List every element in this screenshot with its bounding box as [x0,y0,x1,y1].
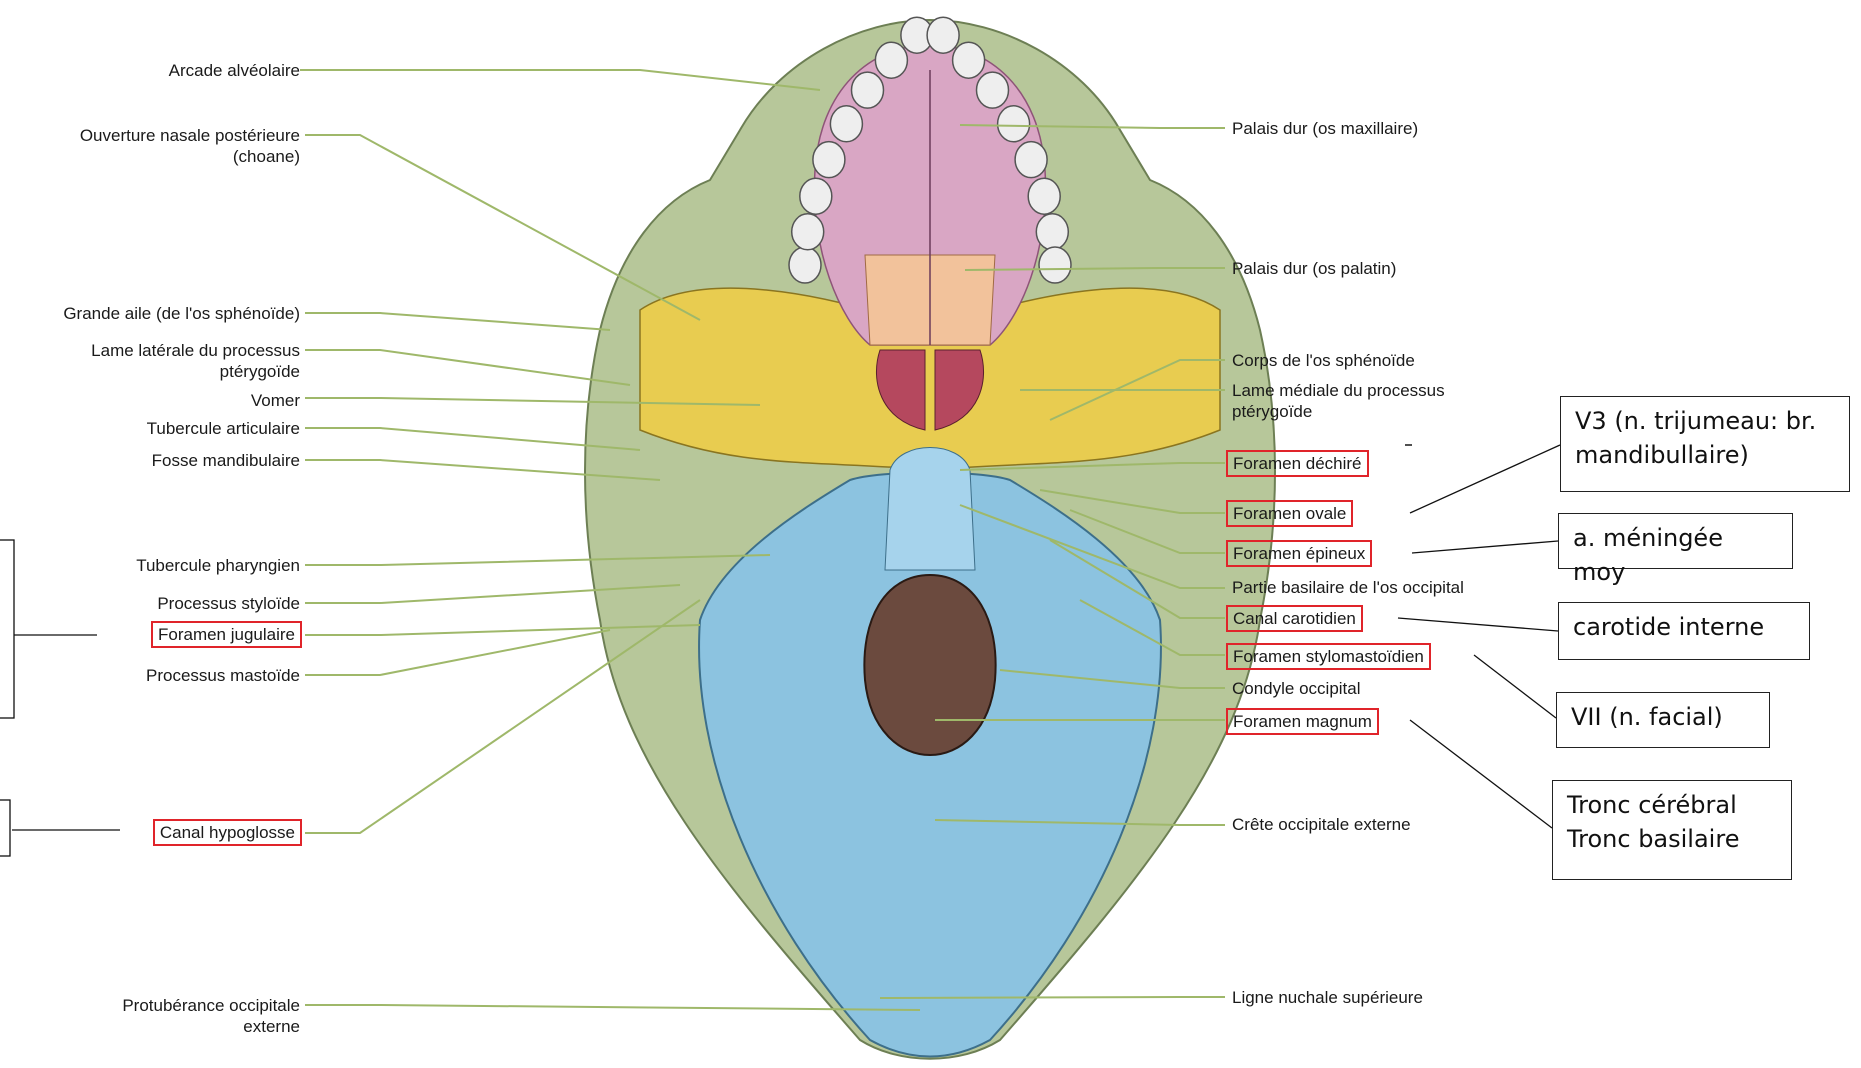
basilar-part [885,448,975,571]
tooth [789,247,821,283]
label-condyle-occipital: Condyle occipital [1232,678,1361,699]
zygomatic-right [1240,160,1344,330]
cropped-box-lower [0,800,10,856]
connector-carotide [1398,618,1558,631]
connector-v3-to-ovale [1410,445,1560,513]
tooth [1015,142,1047,178]
annotation-box-meningee: a. méningée moy [1558,513,1793,569]
label-foramen-magnum: Foramen magnum [1228,710,1377,733]
label-canal-carotidien: Canal carotidien [1228,607,1361,630]
label-foramen-stylomastoidien: Foramen stylomastoïdien [1228,645,1429,668]
label-ligne-nuchale: Ligne nuchale supérieure [1232,987,1423,1008]
tooth [1036,214,1068,250]
connector-tronc [1410,720,1552,828]
label-foramen-epineux: Foramen épineux [1228,542,1370,565]
label-choane: Ouverture nasale postérieure(choane) [80,125,300,167]
label-grande-aile: Grande aile (de l'os sphénoïde) [63,303,300,324]
label-crete-occipitale: Crête occipitale externe [1232,814,1411,835]
label-vomer: Vomer [251,390,300,411]
label-palais-palatin: Palais dur (os palatin) [1232,258,1396,279]
leader-processus-mastoide [305,630,610,675]
label-canal-hypoglosse: Canal hypoglosse [155,821,300,844]
leader-ligne-nuchale [880,997,1225,998]
tooth [813,142,845,178]
leader-lame-laterale [305,350,630,385]
annotation-box-v3: V3 (n. trijumeau: br.mandibullaire) [1560,396,1850,492]
tooth [998,106,1030,142]
connector-meningee [1412,541,1558,553]
leader-grande-aile [305,313,610,330]
cropped-box-upper [0,540,14,718]
label-corps-sphenoide: Corps de l'os sphénoïde [1232,350,1415,371]
tooth [792,214,824,250]
annotation-box-facial: VII (n. facial) [1556,692,1770,748]
tooth [830,106,862,142]
connector-v3 [1402,445,1410,460]
annotation-box-carotide: carotide interne [1558,602,1810,660]
tooth [800,178,832,214]
label-foramen-ovale: Foramen ovale [1228,502,1351,525]
leader-protuberance [305,1005,920,1010]
tooth [1039,247,1071,283]
label-partie-basilaire: Partie basilaire de l'os occipital [1232,577,1464,598]
tooth [977,72,1009,108]
connector-facial [1474,655,1556,718]
label-arcade: Arcade alvéolaire [169,60,300,81]
label-fosse-mandibulaire: Fosse mandibulaire [152,450,300,471]
leader-arcade [300,70,820,90]
tooth [852,72,884,108]
label-processus-styloide: Processus styloïde [157,593,300,614]
tooth [953,42,985,78]
tooth [927,17,959,53]
zygomatic-left [516,160,620,330]
label-foramen-dechire: Foramen déchiré [1228,452,1367,475]
foramen-magnum-hole [864,575,995,755]
label-processus-mastoide: Processus mastoïde [146,665,300,686]
label-tubercule-pharyngien: Tubercule pharyngien [136,555,300,576]
tooth [1028,178,1060,214]
label-foramen-jugulaire: Foramen jugulaire [153,623,300,646]
tooth [875,42,907,78]
label-tubercule-articulaire: Tubercule articulaire [147,418,300,439]
label-palais-maxillaire: Palais dur (os maxillaire) [1232,118,1418,139]
